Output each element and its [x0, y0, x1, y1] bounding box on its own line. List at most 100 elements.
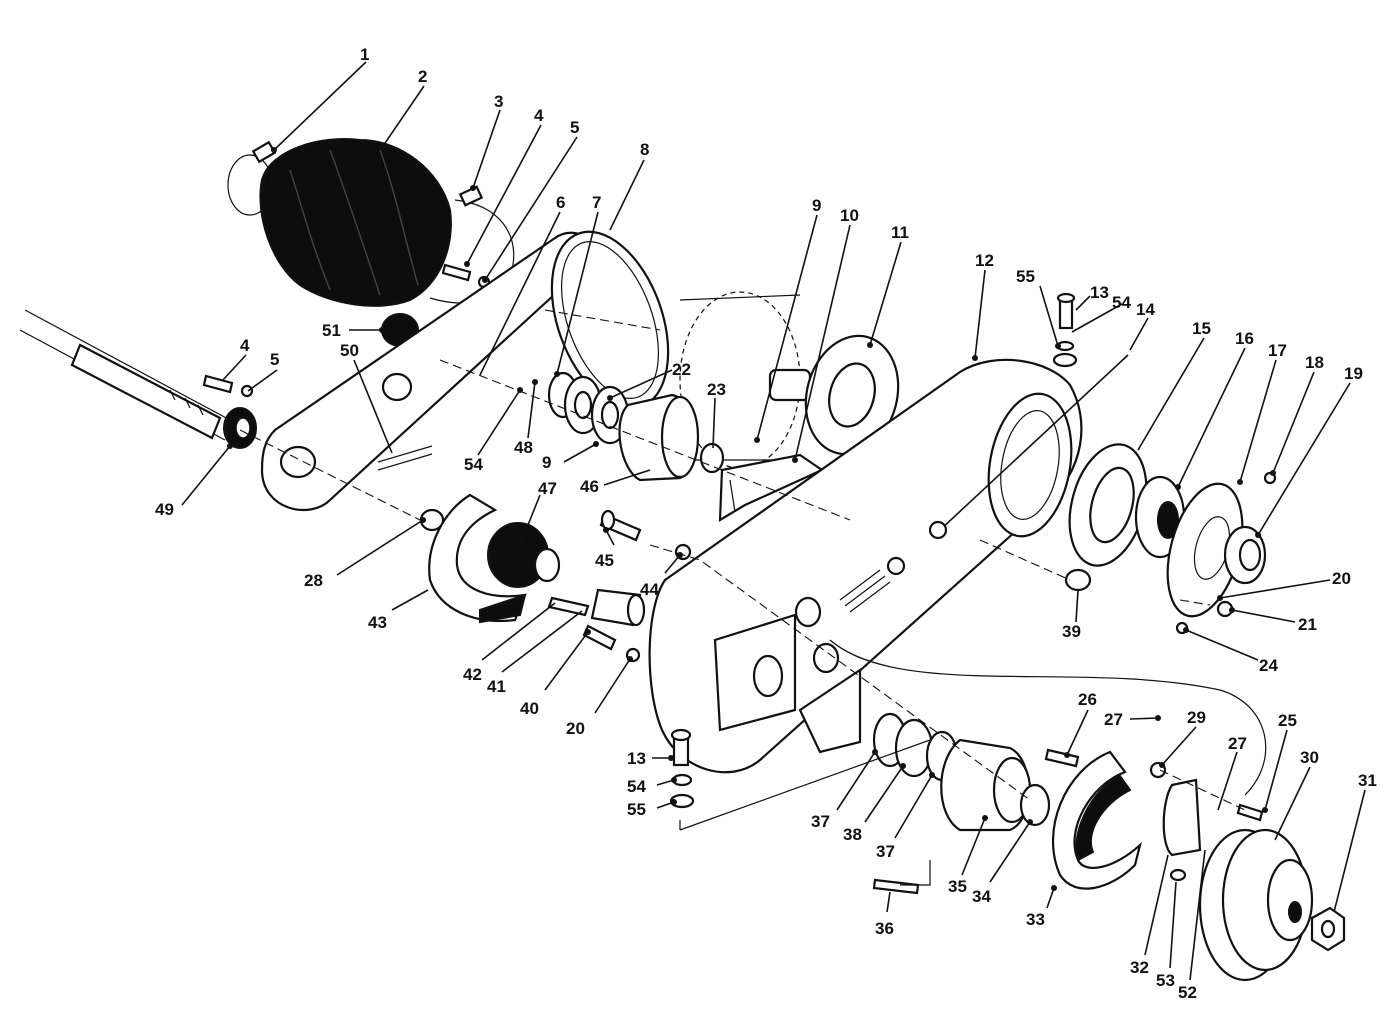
callout-51: 51 [322, 321, 341, 340]
callout-54-top: 54 [1112, 293, 1131, 312]
callout-labels: 1 2 3 4 5 6 7 8 9 10 11 12 55 13 54 14 1… [155, 45, 1377, 1002]
callout-12: 12 [975, 251, 994, 270]
callout-17: 17 [1268, 341, 1287, 360]
spacer-41 [590, 588, 646, 627]
callout-14: 14 [1136, 300, 1155, 319]
callout-16: 16 [1235, 329, 1254, 348]
callout-32: 32 [1130, 958, 1149, 977]
bearings-37-38 [872, 712, 959, 782]
callout-24: 24 [1259, 656, 1278, 675]
callout-54-lower: 54 [627, 777, 646, 796]
callout-50: 50 [340, 341, 359, 360]
callout-38: 38 [843, 825, 862, 844]
callout-4-left: 4 [240, 336, 250, 355]
callout-34: 34 [972, 887, 991, 906]
callout-31: 31 [1358, 771, 1377, 790]
callout-4: 4 [534, 106, 544, 125]
callout-41: 41 [487, 677, 506, 696]
callout-3: 3 [494, 92, 503, 111]
callout-44: 44 [640, 580, 659, 599]
nut-31 [1310, 906, 1346, 952]
callout-15: 15 [1192, 319, 1211, 338]
collar-19 [1223, 525, 1267, 585]
callout-19: 19 [1344, 364, 1363, 383]
callout-37-a: 37 [811, 812, 830, 831]
callout-39: 39 [1062, 622, 1081, 641]
callout-11: 11 [891, 223, 909, 242]
brake-cable [829, 639, 1267, 796]
callout-29: 29 [1187, 708, 1206, 727]
callout-2: 2 [418, 67, 427, 86]
callout-9-top: 9 [812, 196, 821, 215]
callout-1: 1 [360, 45, 369, 64]
callout-6: 6 [556, 193, 565, 212]
callout-21: 21 [1298, 615, 1317, 634]
bolt-13-lower [669, 728, 695, 809]
rod-14 [839, 354, 1129, 613]
brake-band-33 [1051, 750, 1142, 890]
sprocket-housing [679, 291, 812, 469]
bolt-36 [872, 878, 920, 895]
key-53 [1169, 868, 1187, 882]
callout-52: 52 [1178, 983, 1197, 1002]
callout-37-b: 37 [876, 842, 895, 861]
callout-10: 10 [840, 206, 859, 225]
callout-30: 30 [1300, 748, 1319, 767]
callout-47: 47 [538, 479, 557, 498]
seal-49 [223, 407, 257, 449]
bearing-16 [1134, 475, 1186, 559]
callout-27-lower: 27 [1228, 734, 1247, 753]
chain-43 [428, 493, 527, 624]
bolt-25 [1236, 803, 1264, 822]
callout-5: 5 [570, 118, 579, 137]
callout-35: 35 [948, 877, 967, 896]
callout-42: 42 [463, 665, 482, 684]
callout-8: 8 [640, 140, 649, 159]
callout-36: 36 [875, 919, 894, 938]
callout-9-mid: 9 [542, 453, 551, 472]
seal-plate-15 [1068, 443, 1148, 567]
callout-27-top: 27 [1104, 710, 1123, 729]
fasteners-4-5-left [202, 374, 254, 398]
callout-28: 28 [304, 571, 323, 590]
callout-43: 43 [368, 613, 387, 632]
callout-49: 49 [155, 500, 174, 519]
callout-20-right: 20 [1332, 569, 1351, 588]
boot-2 [227, 138, 515, 307]
callout-54-mid: 54 [464, 455, 483, 474]
callout-7: 7 [592, 193, 601, 212]
sprocket-47 [487, 522, 561, 588]
bracket-10 [718, 453, 825, 522]
fasteners-4-5-top [441, 263, 491, 289]
pin-26 [1044, 748, 1080, 768]
assembly-centerlines [239, 309, 1246, 886]
callout-13-top: 13 [1090, 283, 1109, 302]
callout-45: 45 [595, 551, 614, 570]
callout-40: 40 [520, 699, 539, 718]
pulley-30 [1198, 828, 1314, 982]
bolt-45 [599, 509, 642, 542]
callout-53: 53 [1156, 971, 1175, 990]
lever-52 [1162, 778, 1202, 857]
callout-20-lower: 20 [566, 719, 585, 738]
callout-33: 33 [1026, 910, 1045, 929]
callout-25: 25 [1278, 711, 1297, 730]
callout-23: 23 [707, 380, 726, 399]
chain-case-12 [648, 358, 1083, 774]
callout-46: 46 [580, 477, 599, 496]
axle-shaft [19, 309, 231, 441]
callout-22: 22 [672, 360, 691, 379]
key-42 [547, 596, 590, 617]
callout-26: 26 [1078, 690, 1097, 709]
bushing-34 [1019, 783, 1051, 827]
callout-5-left: 5 [270, 350, 279, 369]
callout-13-lower: 13 [627, 749, 646, 768]
spacer-46 [618, 393, 725, 482]
bolt-13-top [1052, 292, 1078, 368]
plate-11 [804, 334, 900, 456]
callout-48: 48 [514, 438, 533, 457]
callout-55-lower: 55 [627, 800, 646, 819]
callout-18: 18 [1305, 353, 1324, 372]
